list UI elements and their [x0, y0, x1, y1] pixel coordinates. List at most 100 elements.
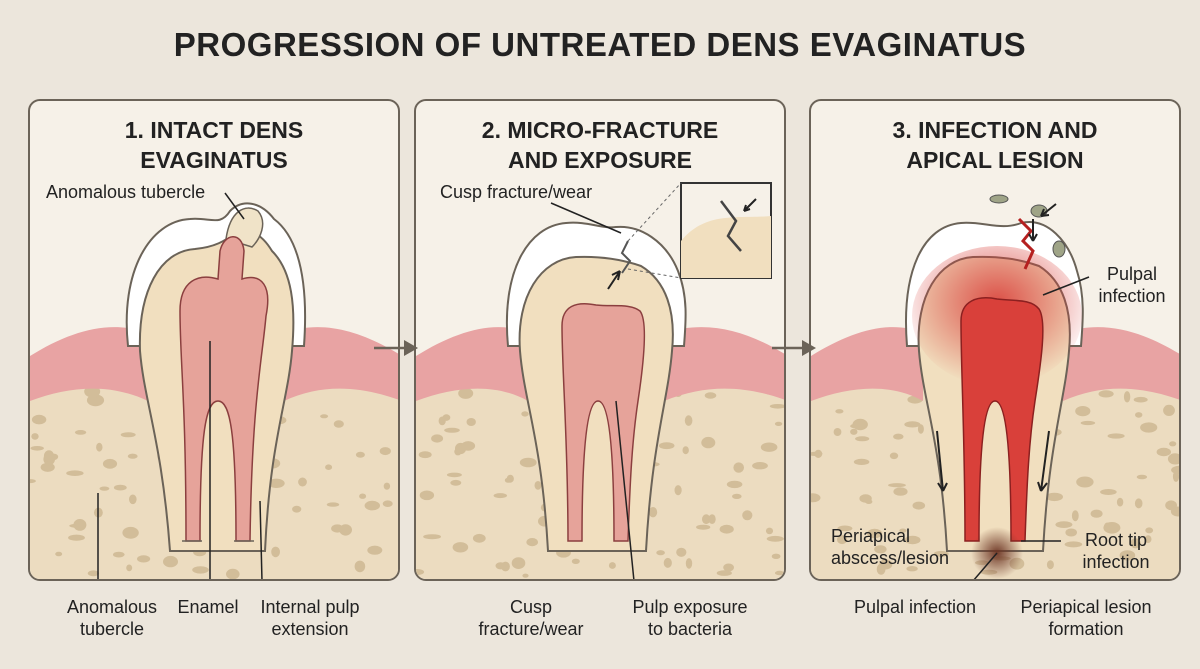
bone-pore [765, 527, 774, 535]
bone-pore [1172, 471, 1179, 482]
bone-pore [1076, 476, 1094, 488]
tooth-illustration-intact [30, 192, 398, 579]
leader-line [550, 202, 622, 234]
zoom-guide-line [627, 182, 682, 242]
bone-pore [444, 427, 460, 433]
bone-pore [192, 566, 209, 574]
bone-pore [137, 555, 151, 563]
bone-pore [504, 477, 512, 483]
bone-pore [837, 535, 848, 545]
bone-pore [904, 421, 921, 428]
bone-pore [519, 457, 537, 468]
bone-pore [43, 450, 55, 462]
bone-pore [685, 558, 693, 569]
bone-pore [852, 418, 868, 431]
bone-pore [364, 500, 380, 511]
bone-pore [325, 464, 333, 471]
label-line1: Anomalous [66, 597, 158, 617]
bone-pore [163, 555, 178, 568]
bone-pore [733, 462, 744, 473]
panel-title-line2: AND EXPOSURE [507, 147, 693, 173]
panel-title-line1: 2. MICRO-FRACTURE [481, 117, 719, 143]
bone-pore [271, 546, 280, 558]
panel-infection-apical-lesion: 3. INFECTION AND APICAL LESION [809, 99, 1181, 581]
bone-pore [40, 462, 55, 472]
bone-pore [418, 451, 432, 459]
bone-pore [855, 436, 870, 442]
bone-pore [1170, 506, 1179, 517]
bone-pore [1144, 535, 1152, 543]
bone-pore [674, 485, 682, 496]
bone-pore [1133, 396, 1148, 403]
bone-pore [719, 524, 734, 534]
label-line2: to bacteria [647, 619, 733, 639]
bone-pore [1046, 560, 1054, 570]
arrow-icon [936, 430, 948, 492]
bone-pore [96, 442, 103, 452]
bone-pore [1130, 538, 1141, 549]
bone-pore [30, 446, 44, 451]
bacteria-icon [989, 194, 1009, 204]
bone-pore [1065, 528, 1077, 537]
bone-pore [684, 415, 693, 426]
bone-pore [31, 433, 39, 440]
panel-title: 2. MICRO-FRACTURE AND EXPOSURE [416, 115, 784, 175]
bone-pore [87, 570, 100, 577]
bottom-label-anomalous-tubercle: Anomalous tubercle [52, 596, 172, 640]
bone-pore [55, 551, 63, 557]
bone-pore [752, 462, 768, 470]
bone-pore [904, 535, 921, 545]
bottom-label-pulp-exposure: Pulp exposure to bacteria [620, 596, 760, 640]
bone-pore [66, 470, 84, 477]
bone-pore [1156, 447, 1171, 457]
inner-label-root-tip-infection: Root tip infection [1061, 529, 1171, 573]
bone-pore [333, 420, 344, 428]
bone-pore [716, 570, 732, 576]
inner-label-anomalous-tubercle: Anomalous tubercle [46, 182, 206, 202]
progression-arrow-icon [374, 340, 418, 356]
bone-pore [648, 507, 658, 518]
label-line1: Pulpal [1106, 264, 1158, 284]
gum-tissue-right [284, 327, 398, 401]
leader-line [973, 552, 998, 579]
label-line2: fracture/wear [478, 619, 584, 639]
gum-tissue [30, 327, 148, 401]
bone-pore [292, 505, 302, 513]
bone-pore [696, 524, 711, 530]
bone-pore [1116, 497, 1124, 507]
bone-pore [888, 483, 906, 488]
label-line2: tubercle [79, 619, 145, 639]
bone-pore [774, 570, 784, 576]
bone-pore [766, 535, 784, 542]
label-line1: Pulp exposure [632, 597, 748, 617]
bone-pore [893, 487, 908, 496]
bone-pore [511, 557, 526, 569]
bone-pore [68, 534, 85, 541]
bone-pore [835, 409, 844, 414]
bone-pore [1169, 441, 1177, 447]
bone-pore [379, 447, 391, 456]
bone-pore [1136, 474, 1148, 480]
leader-line [615, 400, 635, 579]
bone-pore [723, 563, 734, 572]
bone-pore [912, 501, 926, 510]
bone-pore [1107, 433, 1125, 439]
bone-pore [814, 449, 823, 458]
panel-title-line1: 3. INFECTION AND [892, 117, 1098, 143]
bone-pore [450, 479, 462, 486]
bone-pore [850, 428, 858, 435]
bone-pore [320, 414, 329, 419]
bone-pore [355, 451, 365, 458]
bone-pore [122, 526, 139, 539]
gum-tissue [416, 327, 528, 401]
bone-pore [113, 551, 125, 558]
label-line2: abscess/lesion [831, 548, 950, 568]
label-line1: Internal pulp [260, 597, 360, 617]
bottom-label-internal-pulp-extension: Internal pulp extension [245, 596, 375, 640]
bone-pore [1167, 453, 1179, 465]
bone-pore [423, 534, 441, 540]
bone-pore [383, 482, 391, 490]
zoom-inset-crown [681, 216, 771, 278]
bone-pore [339, 524, 352, 536]
bone-pore [1080, 420, 1096, 426]
